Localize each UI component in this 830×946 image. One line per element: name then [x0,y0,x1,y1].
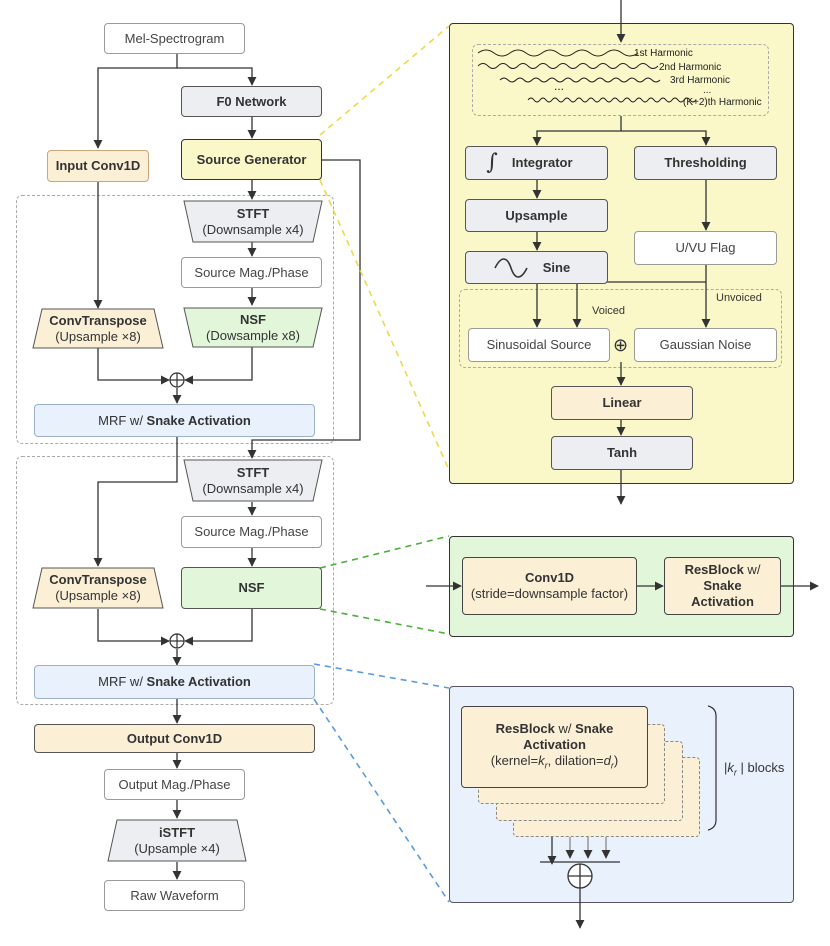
conv-transpose-box-1: ConvTranspose (Upsample ×8) [32,308,164,349]
sine-wave-icon [494,257,528,278]
tanh-box: Tanh [551,436,693,470]
nsf-conv1d-sub: (stride=downsample factor) [470,586,629,601]
stft-box-1: STFT (Downsample x4) [183,200,323,243]
mrf-resblock-activation: Activation [523,736,586,752]
output-mag-phase-box: Output Mag./Phase [104,769,245,800]
nsf-conv1d-title: Conv1D [524,570,575,585]
nsf-1-sub: (Dowsample x8) [206,327,300,343]
raw-waveform-box: Raw Waveform [104,880,245,911]
harmonic-label-1: 1st Harmonic [634,48,693,59]
nsf-box-1: NSF (Dowsample x8) [183,307,323,348]
source-mag-phase-box-1: Source Mag./Phase [181,257,322,288]
sinusoidal-source-box: Sinusoidal Source [468,328,610,362]
sine-label: Sine [542,259,571,275]
istft-shape [107,819,247,862]
voiced-label: Voiced [592,305,626,317]
nsf-1-title: NSF [240,311,266,327]
sine-box: Sine [465,251,608,284]
blocks-count-label: |kr | blocks [724,760,785,778]
stft-1-sub: (Downsample x4) [202,221,304,237]
resblock-main: ResBlock w/ Snake Activation (kernel=kr,… [461,706,648,788]
harmonic-label-2: 2nd Harmonic [659,62,722,73]
harmonics-group [472,44,769,116]
f0-network-box: F0 Network [181,86,322,117]
uvu-flag-box: U/VU Flag [634,231,777,265]
mrf-resblock-rest: w/ [554,720,576,736]
mrf-1-bold: Snake Activation [146,412,251,428]
nsf-conv1d-box: Conv1D (stride=downsample factor) [462,557,637,615]
stft-2-title: STFT [236,464,270,480]
istft-sub: (Upsample ×4) [134,840,220,856]
mrf-2-prefix: MRF w/ [98,674,147,689]
nsf-resblock-activation: Activation [691,594,754,609]
integrator-box: ∫ Integrator [465,146,608,180]
stft-2-sub: (Downsample x4) [202,480,304,496]
nsf-resblock-bold: ResBlock [684,562,744,577]
nsf-resblock-snake: Snake [703,578,742,593]
conv-transpose-2-shape [32,567,164,609]
nsf-resblock-rest: w/ [743,562,761,577]
output-conv1d-box: Output Conv1D [34,724,315,753]
input-conv1d-box: Input Conv1D [47,150,149,182]
nsf-resblock-box: ResBlock w/ Snake Activation [664,557,781,615]
harmonic-label-k: (K+2)th Harmonic [683,97,762,108]
stft-box-2-shape [183,459,323,502]
upsample-box: Upsample [465,199,608,232]
mrf-box-1: MRF w/ Snake Activation [34,404,315,437]
linear-box: Linear [551,386,693,420]
mrf-resblock-bold: ResBlock [495,720,555,736]
conv-transpose-box-2: ConvTranspose (Upsample ×8) [32,567,164,609]
source-generator-box: Source Generator [181,139,322,180]
mrf-resblock-params: (kernel=kr, dilation=dr) [490,752,619,771]
integral-icon: ∫ [486,150,498,175]
nsf-1-shape [183,307,323,348]
nsf-box-2: NSF [181,567,322,609]
mrf-resblock-snake: Snake [575,720,614,736]
integrator-label: Integrator [511,155,573,170]
conv-transpose-1-shape [32,308,164,349]
istft-title: iSTFT [158,824,196,840]
harmonic-label-3: 3rd Harmonic [670,75,731,86]
mrf-box-2: MRF w/ Snake Activation [34,665,315,699]
harmonic-label-ellipsis: ... [703,85,712,96]
stft-box-1-shape [183,200,323,243]
istft-box: iSTFT (Upsample ×4) [107,819,247,862]
stft-1-title: STFT [236,205,270,221]
thresholding-box: Thresholding [634,146,777,180]
source-mag-phase-box-2: Source Mag./Phase [181,516,322,548]
gaussian-noise-box: Gaussian Noise [634,328,777,362]
mel-spectrogram-box: Mel-Spectrogram [104,23,245,54]
conv-transpose-1-sub: (Upsample ×8) [55,328,141,344]
stage1-group [16,195,334,444]
unvoiced-label: Unvoiced [716,292,762,304]
mrf-1-prefix: MRF w/ [98,412,147,428]
harmonics-dots: ... [554,79,565,93]
mrf-2-bold: Snake Activation [146,674,251,689]
conv-transpose-2-sub: (Upsample ×8) [55,588,141,603]
conv-transpose-2-title: ConvTranspose [49,572,147,587]
conv-transpose-1-title: ConvTranspose [49,312,147,328]
stage2-group [16,456,334,705]
noise-sum-icon: ⊕ [613,335,629,355]
stft-box-2: STFT (Downsample x4) [183,459,323,502]
